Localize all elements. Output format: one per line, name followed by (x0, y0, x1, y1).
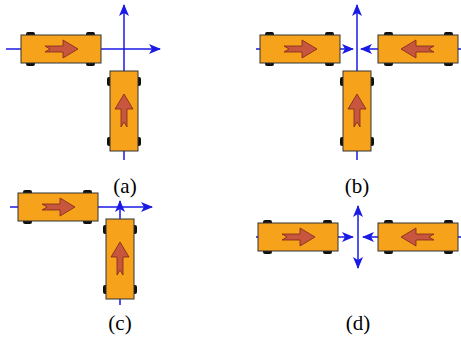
direction-arrows (6, 5, 160, 160)
car (378, 32, 458, 66)
panel-label: (a) (113, 176, 136, 197)
direction-arrows (256, 5, 461, 160)
car (107, 71, 141, 151)
panel-label: (c) (108, 313, 131, 334)
car (103, 219, 137, 299)
car (21, 32, 101, 66)
direction-arrows (256, 206, 461, 268)
car (258, 220, 338, 254)
panel-label: (b) (345, 176, 370, 197)
car (18, 190, 98, 224)
car (378, 220, 458, 254)
car (260, 32, 340, 66)
car (340, 71, 374, 151)
panel-label: (d) (346, 313, 371, 334)
